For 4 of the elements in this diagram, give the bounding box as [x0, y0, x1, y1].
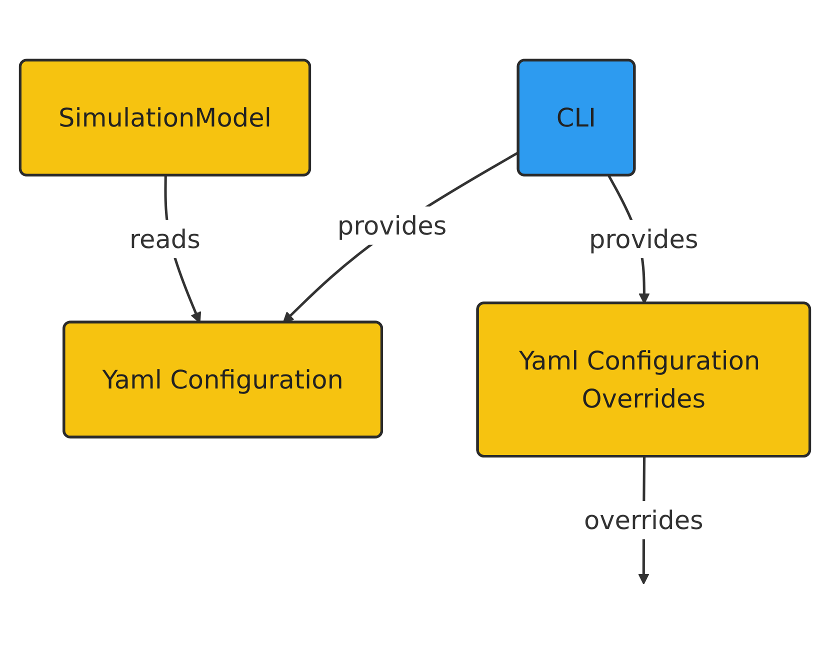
edge-label: overrides	[584, 504, 704, 536]
edge-label: provides	[337, 210, 447, 242]
edge-label: reads	[130, 224, 200, 254]
edge-label: provides	[589, 224, 698, 254]
